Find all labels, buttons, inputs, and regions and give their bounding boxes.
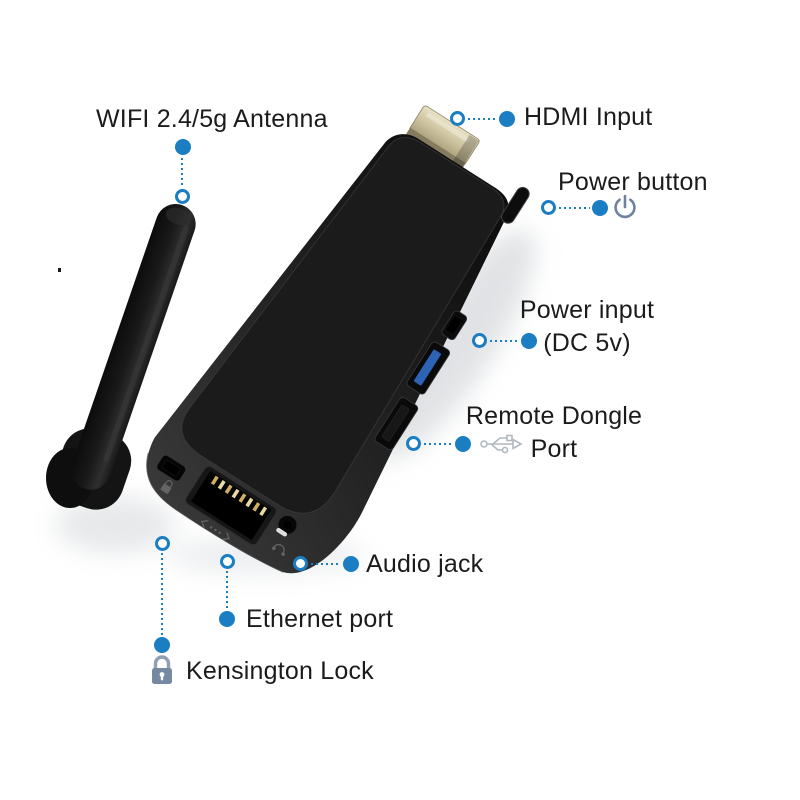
front-ports [156,454,298,556]
power-button-leader [559,207,590,209]
remote-dongle-target-ring [406,436,421,451]
audio-jack-dot [343,556,359,572]
lock-icon [149,654,175,688]
micro-usb-power-port [441,310,468,341]
audio-jack-port [276,514,298,537]
hdmi-leader [468,118,498,120]
hdmi-input-label: HDMI Input [524,103,653,131]
hdmi-dot [499,111,515,127]
wifi-antenna-leader [181,158,183,187]
kensington-target-ring [155,536,170,551]
audio-jack-leader [311,563,341,565]
wifi-antenna-target-ring [175,189,190,204]
ripple-surface [170,113,519,528]
ethernet-leader [226,571,228,609]
ethernet-target-ring [220,554,235,569]
wifi-antenna-dot [175,139,191,155]
remote-dongle-label-line1: Remote Dongle [465,402,643,430]
headphones-glyph-icon [272,543,285,556]
power-icon [611,193,639,223]
power-input-label-line1: Power input [519,296,655,324]
power-input-label-line2: (DC 5v) [543,329,631,357]
remote-dongle-leader [424,443,453,445]
ethernet-port-label: Ethernet port [246,605,394,633]
dust-speck [58,268,61,272]
power-button [501,186,530,224]
kensington-lock-slot [156,454,187,482]
usb2-port [374,397,419,451]
side-ports [374,310,468,451]
power-input-dot [521,333,537,349]
rj45-ethernet-port [185,465,277,546]
ethernet-dot [219,611,235,627]
power-button-label: Power button [558,168,708,196]
power-input-label: Power input (DC 5v) [502,294,672,360]
power-button-target-ring [541,200,556,215]
lock-glyph-icon [160,480,173,494]
kensington-dot [154,637,170,653]
remote-dongle-label-line2: Port [530,435,578,463]
kensington-lock-label: Kensington Lock [186,657,374,685]
audio-jack-label: Audio jack [366,550,484,578]
usb3-port [406,341,451,395]
ethernet-glyph-icon [201,520,230,540]
power-input-leader [490,340,519,342]
remote-dongle-dot [455,436,471,452]
wifi-antenna [71,203,196,490]
power-input-target-ring [472,333,487,348]
wifi-antenna-label: WIFI 2.4/5g Antenna [96,105,328,133]
power-button-dot [592,200,608,216]
kensington-leader [161,553,163,635]
device-body [146,105,530,574]
audio-jack-target-ring [293,556,308,571]
usb-icon [479,432,525,456]
remote-dongle-label: Remote Dongle Port [460,400,648,466]
hdmi-target-ring [450,111,465,126]
